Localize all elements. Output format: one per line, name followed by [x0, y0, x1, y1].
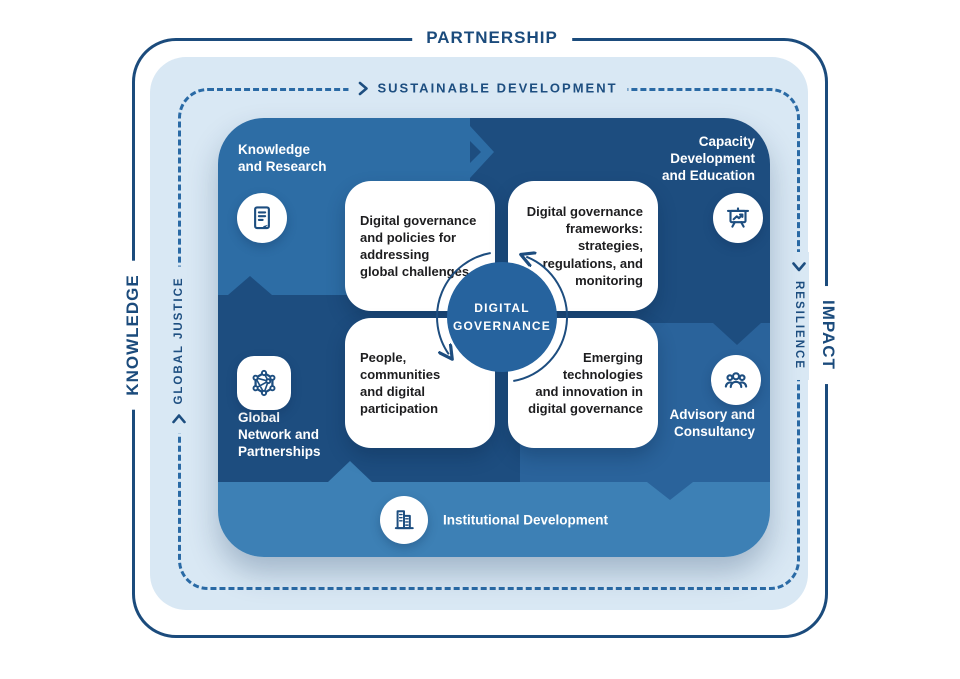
chevron-right-icon — [470, 126, 494, 178]
hub-arrow-right-arc — [513, 257, 568, 382]
knowledge-text: KNOWLEDGE — [123, 274, 142, 396]
hub-arrow-left-arc — [436, 252, 491, 354]
hub-title: DIGITAL GOVERNANCE — [452, 301, 552, 333]
people-icon — [711, 355, 761, 405]
card-frameworks-text: Digital governance frameworks: strategie… — [526, 204, 643, 288]
chevron-up-left-icon — [228, 276, 272, 295]
chevron-up-band-icon — [328, 461, 372, 482]
global-justice-label: GLOBAL JUSTICE — [169, 266, 189, 434]
resilience-label: RESILIENCE — [789, 251, 809, 381]
global-justice-text: GLOBAL JUSTICE — [173, 276, 185, 405]
arrow-up-icon — [172, 414, 186, 424]
hub-circle — [447, 262, 557, 372]
partnership-text: PARTNERSHIP — [426, 28, 558, 47]
document-icon — [237, 193, 287, 243]
sustainable-development-text: SUSTAINABLE DEVELOPMENT — [377, 80, 618, 96]
quadrant-title-advisory-consultancy: Advisory and Consultancy — [669, 407, 755, 439]
resilience-text: RESILIENCE — [793, 280, 805, 371]
bottom-band-title: Institutional Development — [443, 512, 609, 528]
arrow-right-icon — [358, 81, 368, 95]
quadrant-title-capacity-development: Capacity Development and Education — [661, 134, 755, 183]
bottom-band-fill — [218, 482, 770, 557]
buildings-icon — [380, 496, 428, 544]
digital-governance-hub — [436, 242, 568, 382]
core-matrix: Knowledge and Research Capacity Developm… — [218, 118, 770, 557]
knowledge-label: KNOWLEDGE — [121, 260, 145, 410]
network-icon — [237, 356, 291, 410]
sustainable-development-label: SUSTAINABLE DEVELOPMENT — [348, 77, 628, 99]
partnership-label: PARTNERSHIP — [412, 26, 572, 50]
card-emerging-tech-text: Emerging technologies and innovation in … — [528, 349, 643, 417]
arrow-down-icon — [792, 262, 806, 272]
quadrant-title-knowledge-research: Knowledge and Research — [238, 142, 327, 174]
presentation-icon — [713, 193, 763, 243]
chevron-down-right-icon — [713, 323, 761, 345]
impact-text: IMPACT — [819, 300, 838, 370]
impact-label: IMPACT — [816, 286, 840, 384]
chevron-down-band-icon — [647, 482, 693, 500]
card-participation-text: People, communities and digital particip… — [360, 349, 441, 417]
quadrant-title-global-network: Global Network and Partnerships — [238, 410, 321, 459]
